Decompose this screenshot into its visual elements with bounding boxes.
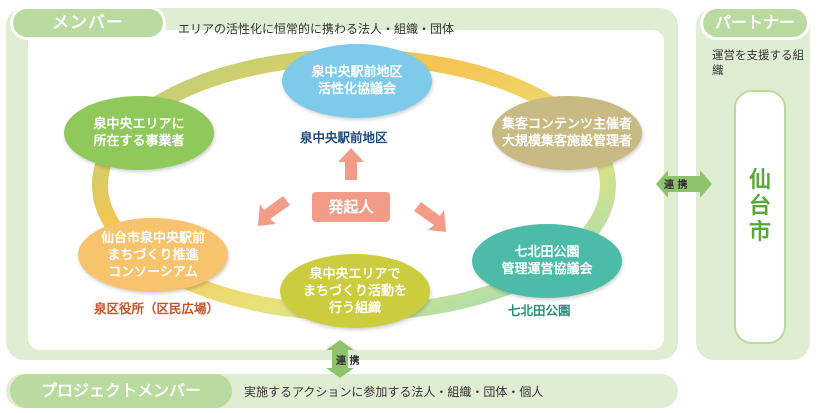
node-nanakita-location: 七北田公園	[508, 303, 571, 318]
node-shuukyaku: 集客コンテンツ主催者 大規模集客施設管理者	[492, 96, 642, 170]
founder-label: 発起人	[312, 192, 390, 222]
node-text: 管理運営協議会	[501, 262, 593, 277]
arrow-down-right-icon	[414, 202, 446, 232]
node-consortium-location: 泉区役所（区民広場）	[94, 301, 220, 316]
partner-name: 仙台市	[748, 168, 771, 245]
node-text: 大規模集客施設管理者	[501, 134, 632, 149]
member-title: メンバー	[10, 6, 166, 40]
project-description: 実施するアクションに参加する法人・組織・団体・個人	[244, 385, 544, 399]
renkei-side-arrow-icon	[656, 170, 712, 198]
arrow-up-icon	[338, 148, 364, 180]
partner-description: 運営を支援する組織	[712, 48, 804, 77]
node-text: 泉中央エリアで	[309, 266, 401, 282]
node-area-business: 泉中央エリアに 所在する事業者	[64, 96, 214, 170]
partner-box	[734, 90, 786, 344]
arrow-down-left-icon	[258, 196, 290, 226]
node-izumi-location: 泉中央駅前地区	[300, 130, 388, 145]
project-title: プロジェクトメンバー	[10, 374, 232, 408]
renkei-bottom-arrow-icon	[326, 340, 354, 378]
node-consortium: 仙台市泉中央駅前 まちづくり推進 コンソーシアム	[78, 218, 228, 292]
node-text: まちづくり推進	[107, 247, 199, 263]
node-text: まちづくり活動を	[302, 283, 407, 299]
node-nanakita: 七北田公園 管理運営協議会	[472, 224, 622, 298]
node-text: コンソーシアム	[108, 264, 198, 280]
member-description: エリアの活性化に恒常的に携わる法人・組織・団体	[178, 22, 455, 36]
node-text: 集客コンテンツ主催者	[501, 117, 632, 132]
renkei-bottom-label: 連 携	[336, 356, 360, 367]
node-text: 行う組織	[328, 300, 381, 316]
node-text: 泉中央駅前地区	[311, 65, 403, 80]
node-text: 所在する事業者	[93, 134, 185, 149]
partner-title: パートナー	[700, 6, 810, 40]
node-izumi-council: 泉中央駅前地区 活性化協議会	[282, 44, 432, 118]
node-text: 仙台市泉中央駅前	[100, 230, 205, 246]
node-text: 七北田公園	[514, 245, 580, 260]
node-area-group: 泉中央エリアで まちづくり活動を 行う組織	[280, 254, 430, 328]
node-text: 泉中央エリアに	[93, 117, 185, 132]
node-text: 活性化協議会	[317, 82, 396, 97]
renkei-side-label: 連 携	[664, 180, 688, 191]
